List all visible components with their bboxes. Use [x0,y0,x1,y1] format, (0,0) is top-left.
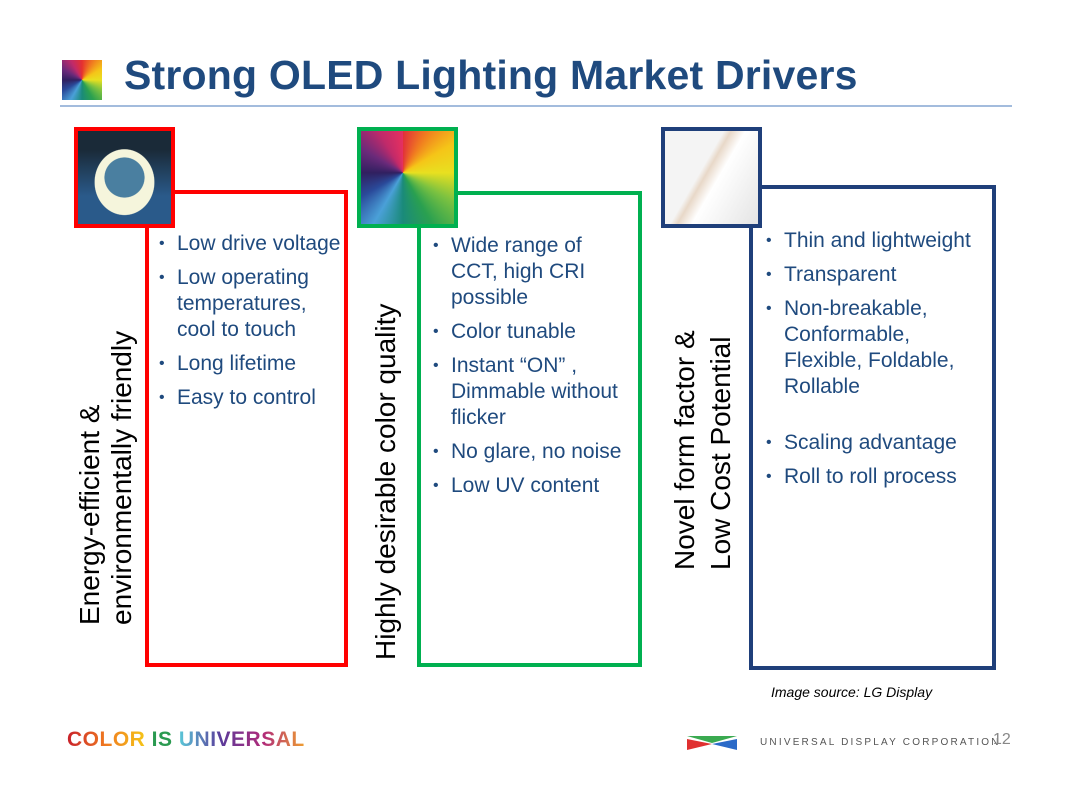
column-3-label-line-2: Low Cost Potential [705,336,736,570]
bullet: Wide range of CCT, high CRI possible [431,233,631,311]
company-name: UNIVERSAL DISPLAY CORPORATION [760,737,1001,748]
bullet: Long lifetime [157,351,342,377]
image-source-note: Image source: LG Display [771,684,933,700]
tagline-word: IS [151,728,173,751]
column-3-label-line-1: Novel form factor & [669,330,700,570]
column-3-bullets: Thin and lightweight Transparent Non-bre… [764,228,989,498]
tagline-word: UNIVERSAL [178,728,305,751]
column-1-label: Energy-efficient & environmentally frien… [74,330,137,625]
bullet: No glare, no noise [431,439,631,465]
column-1-bullets: Low drive voltage Low operating temperat… [157,231,342,419]
udc-logo-icon [687,736,737,750]
bullet: Scaling advantage [764,430,989,456]
earth-globe-image [74,127,175,228]
bullet: Low drive voltage [157,231,342,257]
title-divider [60,105,1012,107]
bullet: Thin and lightweight [764,228,989,254]
bullet: Low operating temperatures, cool to touc… [157,265,342,343]
column-2-frame [417,191,642,667]
column-3-label: Novel form factor & Low Cost Potential [667,295,739,570]
bullet: Easy to control [157,385,342,411]
color-burst-icon [62,60,102,100]
page-title: Strong OLED Lighting Market Drivers [124,52,858,98]
column-2-bullets: Wide range of CCT, high CRI possible Col… [431,233,631,507]
tagline-word: COLOR [67,728,146,751]
page-number: 12 [993,731,1011,748]
column-1-frame [145,190,348,667]
color-spectrum-image [357,127,458,228]
bullet: Instant “ON” , Dimmable without flicker [431,353,631,431]
bullet: Roll to roll process [764,464,989,490]
column-2-label: Highly desirable color quality [370,303,401,660]
column-3-frame [749,185,996,670]
bullet: Non-breakable, Conformable, Flexible, Fo… [764,296,989,400]
tagline-logo: COLOR IS UNIVERSAL [67,728,305,752]
bullet: Color tunable [431,319,631,345]
bullet: Transparent [764,262,989,288]
bullet: Low UV content [431,473,631,499]
flexible-oled-image [661,127,762,228]
